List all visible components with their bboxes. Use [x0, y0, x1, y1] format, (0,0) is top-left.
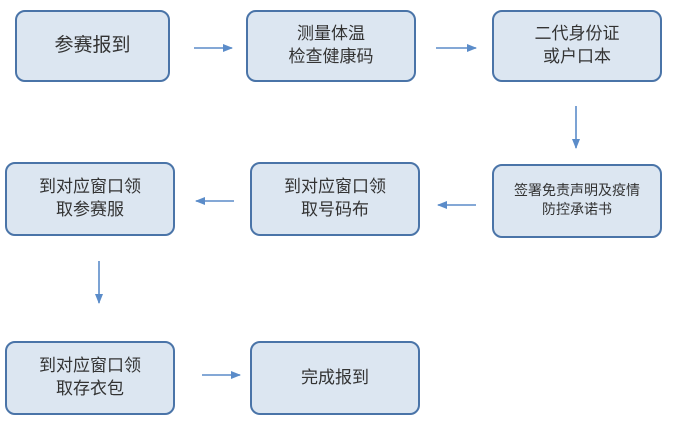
step-register-line1: 参赛报到: [54, 34, 131, 57]
step-collect-bag-line1: 到对应窗口领: [39, 356, 141, 377]
step-collect-bib-line1: 到对应窗口领: [284, 177, 386, 198]
step-temperature-check: 测量体温 检查健康码: [246, 10, 416, 82]
step-collect-bib: 到对应窗口领 取号码布: [250, 162, 420, 236]
step-sign-waiver-line2: 防控承诺书: [542, 202, 612, 218]
step-id-card-line2: 或户口本: [543, 47, 611, 67]
step-complete-line1: 完成报到: [301, 367, 369, 388]
step-sign-waiver-line1: 签署免责声明及疫情: [514, 183, 640, 200]
step-temperature-check-line2: 检查健康码: [288, 47, 374, 67]
step-collect-shirt-line2: 取参赛服: [56, 200, 124, 220]
step-collect-bag: 到对应窗口领 取存衣包: [5, 341, 175, 415]
step-collect-bib-line2: 取号码布: [301, 200, 369, 220]
step-temperature-check-line1: 测量体温: [297, 24, 365, 45]
step-collect-bag-line2: 取存衣包: [56, 379, 124, 399]
step-collect-shirt: 到对应窗口领 取参赛服: [5, 162, 175, 236]
step-complete: 完成报到: [250, 341, 420, 415]
step-id-card: 二代身份证 或户口本: [492, 10, 662, 82]
step-register: 参赛报到: [15, 10, 170, 82]
step-collect-shirt-line1: 到对应窗口领: [39, 177, 141, 198]
step-id-card-line1: 二代身份证: [534, 24, 620, 45]
step-sign-waiver: 签署免责声明及疫情 防控承诺书: [492, 164, 662, 238]
